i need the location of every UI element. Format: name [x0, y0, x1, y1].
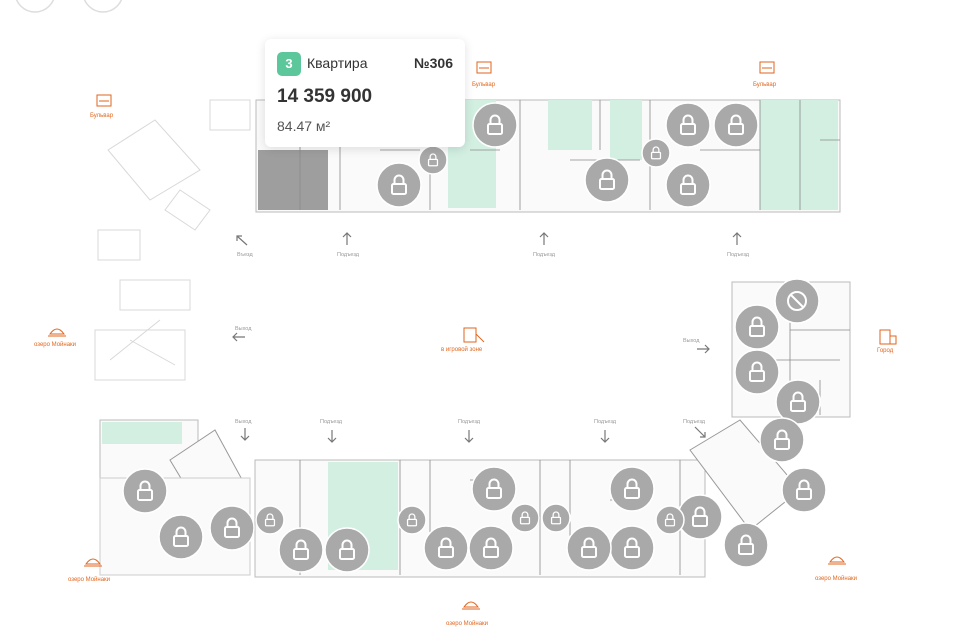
- apartment-number: №306: [414, 55, 453, 71]
- city-icon: [879, 329, 897, 345]
- landmark-label: Бульвар: [90, 113, 114, 119]
- bus-stop-icon: [759, 61, 775, 74]
- lake-icon: [48, 328, 66, 337]
- lock-icon: [255, 505, 285, 535]
- direction-label: Выход: [235, 419, 252, 425]
- lock-icon: [759, 417, 805, 463]
- lock-icon: [641, 138, 671, 168]
- direction-label: Подъезд: [337, 252, 360, 258]
- lake-icon: [84, 558, 102, 567]
- lock-icon: [423, 525, 469, 571]
- landmark-label: Бульвар: [753, 82, 777, 88]
- landmark-label: озеро Мойнаки: [815, 575, 857, 582]
- lock-icon: [510, 503, 540, 533]
- lock-icon: [775, 379, 821, 425]
- direction-label: Подъезд: [727, 252, 750, 258]
- lock-icon: [278, 527, 324, 573]
- lock-icon: [324, 527, 370, 573]
- lock-icon: [209, 505, 255, 551]
- lake-icon: [828, 556, 846, 565]
- lock-icon: [472, 102, 518, 148]
- apartment-price: 14 359 900: [277, 86, 373, 107]
- lock-icon: [584, 157, 630, 203]
- lock-icon: [655, 505, 685, 535]
- bus-stop-icon: [96, 94, 112, 107]
- lock-icon: [713, 102, 759, 148]
- landmark-label: озеро Мойнаки: [446, 620, 488, 627]
- lock-icon: [665, 162, 711, 208]
- lock-icon: [609, 525, 655, 571]
- lock-icon: [566, 525, 612, 571]
- apartment-area: 84.47 м²: [277, 118, 331, 134]
- landmark-label: Город: [877, 348, 894, 354]
- playground-icon: [463, 327, 485, 343]
- landmark-label: Бульвар: [472, 82, 496, 88]
- apartment-card[interactable]: 3 Квартира №306 14 359 900 84.47 м²: [265, 39, 465, 147]
- lock-icon: [471, 466, 517, 512]
- direction-label: Въезд: [237, 252, 253, 258]
- apartment-type: Квартира: [307, 55, 368, 71]
- direction-label: Подъезд: [594, 419, 617, 425]
- lock-icon: [734, 304, 780, 350]
- lock-icon: [122, 468, 168, 514]
- direction-label: Подъезд: [320, 419, 343, 425]
- bus-stop-icon: [476, 61, 492, 74]
- direction-label: Подъезд: [458, 419, 481, 425]
- rooms-badge: 3: [277, 52, 301, 76]
- lock-icon: [677, 494, 723, 540]
- lock-icon: [397, 505, 427, 535]
- lock-icon: [665, 102, 711, 148]
- landmark-label: озеро Мойнаки: [34, 341, 76, 348]
- lock-icon: [376, 162, 422, 208]
- lock-icon: [541, 503, 571, 533]
- lock-icon: [734, 349, 780, 395]
- direction-label: Подъезд: [533, 252, 556, 258]
- no-entry-icon: [774, 278, 820, 324]
- direction-label: Выход: [235, 326, 252, 332]
- landmark-label: в игровой зоне: [441, 346, 483, 353]
- direction-label: Выход: [683, 338, 700, 344]
- lake-icon: [462, 601, 480, 610]
- lock-icon: [468, 525, 514, 571]
- direction-label: Подъезд: [683, 419, 706, 425]
- lock-icon: [418, 145, 448, 175]
- lock-icon: [781, 467, 827, 513]
- lock-icon: [609, 466, 655, 512]
- landmark-label: озеро Мойнаки: [68, 576, 110, 583]
- lock-icon: [158, 514, 204, 560]
- lock-icon: [723, 522, 769, 568]
